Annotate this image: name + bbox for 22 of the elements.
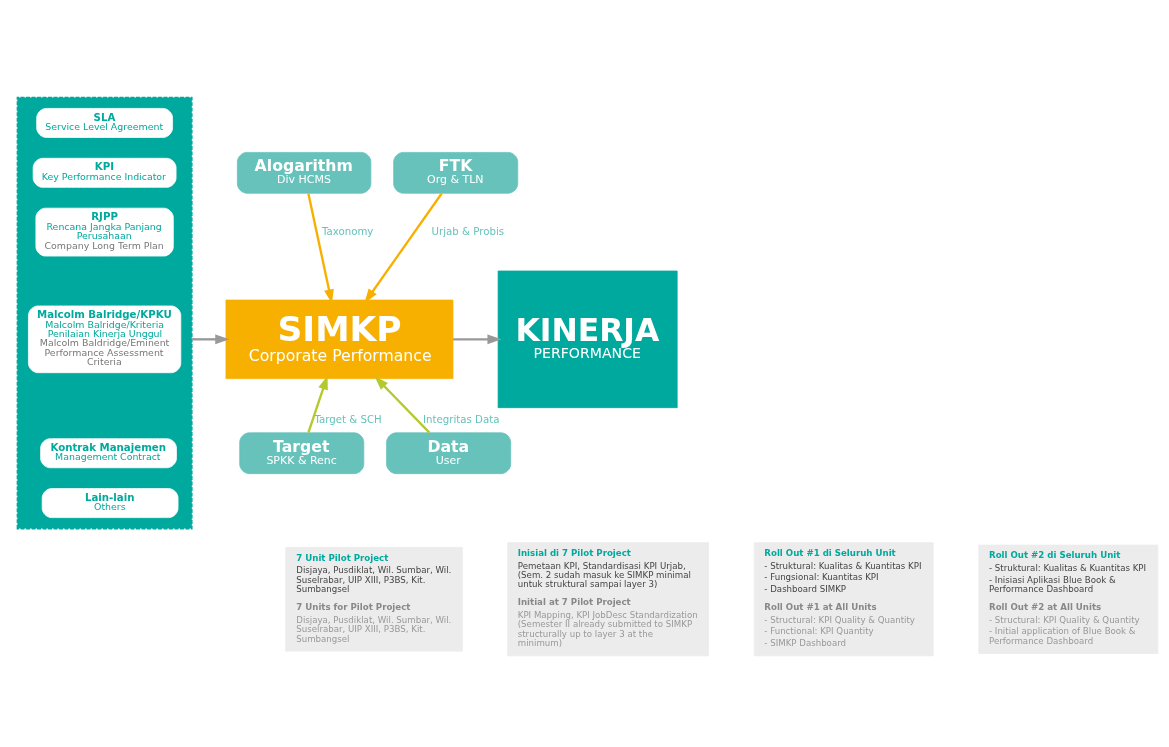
arrow	[374, 376, 431, 434]
node-box: Lain-lain Others	[41, 488, 179, 518]
edge-label: Urjab & Probis	[431, 225, 505, 237]
node-box: KINERJA PERFORMANCE	[497, 270, 678, 409]
node-box: KPI Key Performance Indicator	[32, 157, 177, 188]
node-box: SIMKP Corporate Performance	[225, 299, 454, 379]
node-box: Target SPKK & Renc	[239, 432, 365, 475]
cluster	[16, 96, 193, 530]
node-box: SLA Service Level Agreement	[36, 108, 173, 138]
arrow	[364, 192, 443, 303]
arrow	[191, 334, 230, 345]
node-box: Malcolm Balridge/KPKU Malcolm Balridge/Kriteria Penilaian Kinerja Unggul Malcolm Baldridge/Eminent Performance Assessment Criteria	[28, 305, 182, 374]
edge-label: Target & SCH	[314, 413, 382, 425]
arrow	[307, 375, 328, 434]
node-box: Kontrak Manajemen Management Contract	[40, 438, 177, 469]
node-box: Data User	[386, 432, 512, 475]
node-box: Alogarithm Div HCMS	[236, 152, 372, 194]
node-box: RJPP Rencana Jangka Panjang Perusahaan Company Long Term Plan	[35, 207, 174, 257]
edge-label: Integritas Data	[422, 413, 500, 425]
node-box: FTK Org & TLN	[393, 152, 519, 194]
arrow	[453, 334, 502, 345]
edge-label: Taxonomy	[321, 225, 374, 237]
